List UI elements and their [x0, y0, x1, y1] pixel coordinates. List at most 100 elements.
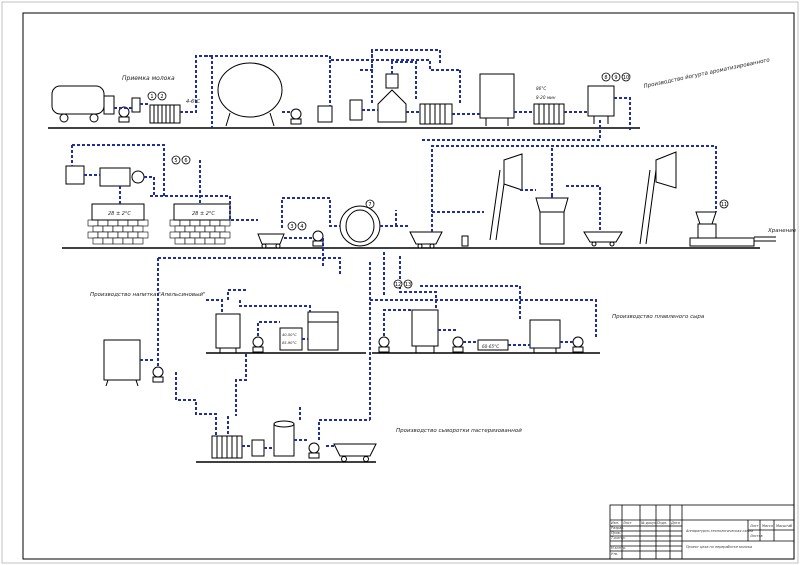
- svg-text:1: 1: [150, 94, 153, 100]
- conveyor-1: [489, 153, 523, 241]
- tb-mass-label: Масса: [762, 524, 773, 528]
- separator-1: [317, 105, 333, 123]
- label-ferment-temp-1: 28 ± 2°С: [108, 211, 131, 217]
- pump-5: [252, 336, 264, 353]
- tb-doc-title: Аппаратурно-технологическая схема: [685, 529, 753, 533]
- tb-list-label: Лист: [622, 521, 633, 525]
- pump-7: [452, 336, 464, 353]
- plate-pasteurizer-1: [419, 103, 453, 125]
- cheese-vat-drum: [339, 205, 381, 247]
- pipe-r2-b: [281, 145, 717, 268]
- pipe-r3-d: [399, 256, 521, 320]
- pipe-r1-c: [360, 49, 461, 104]
- tb-date-label: Дата: [670, 521, 680, 525]
- melting-kettle: [411, 309, 439, 353]
- milk-tanker-truck: [51, 85, 115, 123]
- svg-text:5: 5: [174, 158, 177, 164]
- plate-cooler-1: [149, 104, 181, 124]
- pipe-r2-c: [432, 146, 601, 232]
- packaging-machine: [689, 211, 755, 247]
- label-temp-60-65: 60-65°С: [482, 344, 499, 349]
- svg-text:3: 3: [290, 224, 293, 230]
- marker-1: 1: [147, 91, 157, 101]
- pipe-r1-b: [205, 55, 588, 115]
- svg-text:2: 2: [160, 94, 163, 100]
- storage-tank-cheese: [529, 319, 561, 353]
- label-cottage-production: Производство сыворотки пастеризованной: [396, 428, 522, 434]
- tb-ncontrol-label: Н.контр.: [611, 546, 626, 550]
- trolley-bath-2: [409, 231, 443, 249]
- fermentation-tank-1: [479, 73, 515, 126]
- brick-base-2: [169, 219, 231, 245]
- tb-dev-label: Разраб.: [611, 526, 624, 530]
- pipe-r2-a: [71, 144, 258, 221]
- plate-pasteurizer-2: [211, 435, 243, 459]
- svg-text:13: 13: [405, 282, 411, 288]
- tb-tcontrol-label: Т.контр.: [611, 536, 626, 540]
- tb-subtitle: Проект цеха по переработке молока: [686, 545, 752, 549]
- svg-text:9: 9: [614, 75, 617, 81]
- pump-4: [152, 366, 164, 383]
- drink-tank: [103, 339, 141, 387]
- svg-text:8: 8: [604, 75, 607, 81]
- marker-13: 13: [403, 279, 413, 289]
- svg-text:10: 10: [623, 75, 629, 81]
- pipe-r1-a: [114, 55, 291, 128]
- label-ferment-temp-2: 28 ± 2°С: [192, 211, 215, 217]
- mixing-tank-1: [215, 313, 241, 353]
- marker-9: 4: [297, 221, 307, 231]
- marker-7: 6: [181, 155, 191, 165]
- label-cheese-production: Производство плавленого сыра: [612, 314, 705, 320]
- tb-sheets-label: Листов: [749, 534, 763, 538]
- svg-text:6: 6: [184, 158, 187, 164]
- svg-text:4: 4: [300, 224, 303, 230]
- tb-sign-label: Подп.: [657, 521, 667, 525]
- tb-docno-label: № докум.: [640, 521, 658, 525]
- pump-6: [378, 336, 390, 353]
- cooling-bath: [307, 311, 339, 351]
- homogenizer: [377, 73, 407, 123]
- separator-2: [251, 439, 265, 457]
- conveyor-2: [639, 151, 677, 245]
- dosing-pump: [461, 235, 469, 247]
- marker-6: 5: [171, 155, 181, 165]
- tank-small-1: [349, 99, 363, 121]
- starter-unit: [65, 165, 145, 187]
- marker-4: 9: [611, 72, 621, 82]
- tb-sheet-label: Лист: [749, 524, 760, 528]
- svg-text:11: 11: [721, 202, 727, 208]
- marker-12: 12: [393, 279, 403, 289]
- marker-3: 8: [601, 72, 611, 82]
- marker-8: 3: [287, 221, 297, 231]
- pipe-r4: [227, 406, 370, 449]
- mixer-vessel: [535, 197, 569, 245]
- control-box-temp: [279, 327, 303, 351]
- brick-base-1: [87, 219, 149, 245]
- trolley-bath-3: [583, 231, 623, 247]
- pipe-r3-c: [369, 252, 597, 420]
- buffer-tank-1: [587, 85, 615, 124]
- filter-1: [131, 97, 141, 113]
- tb-check-label: Пров.: [611, 531, 621, 535]
- marker-2: 2: [157, 91, 167, 101]
- pump-2: [290, 108, 302, 125]
- trolley-bath-1: [257, 233, 285, 249]
- tb-approved-label: Утв.: [611, 552, 618, 556]
- pipe-r1-d: [420, 97, 631, 141]
- pipe-r3-b: [206, 289, 311, 416]
- label-yogurt-production: Производство йогурта ароматизированного: [643, 57, 771, 90]
- svg-text:7: 7: [368, 202, 371, 208]
- tb-scale-label: Масштаб: [776, 524, 792, 528]
- svg-text:12: 12: [395, 282, 401, 288]
- marker-5: 10: [621, 72, 631, 82]
- label-temp-86: 86°С: [536, 86, 546, 91]
- label-temp-8-20: 8-20 мин: [536, 95, 556, 100]
- title-block: [609, 504, 795, 560]
- label-temp-85-90: 85-90°С: [282, 341, 297, 345]
- pipe-r3-a: [140, 257, 341, 440]
- pump-9: [308, 442, 320, 459]
- pump-3: [312, 230, 324, 247]
- label-milk-reception: Приемка молока: [122, 75, 175, 82]
